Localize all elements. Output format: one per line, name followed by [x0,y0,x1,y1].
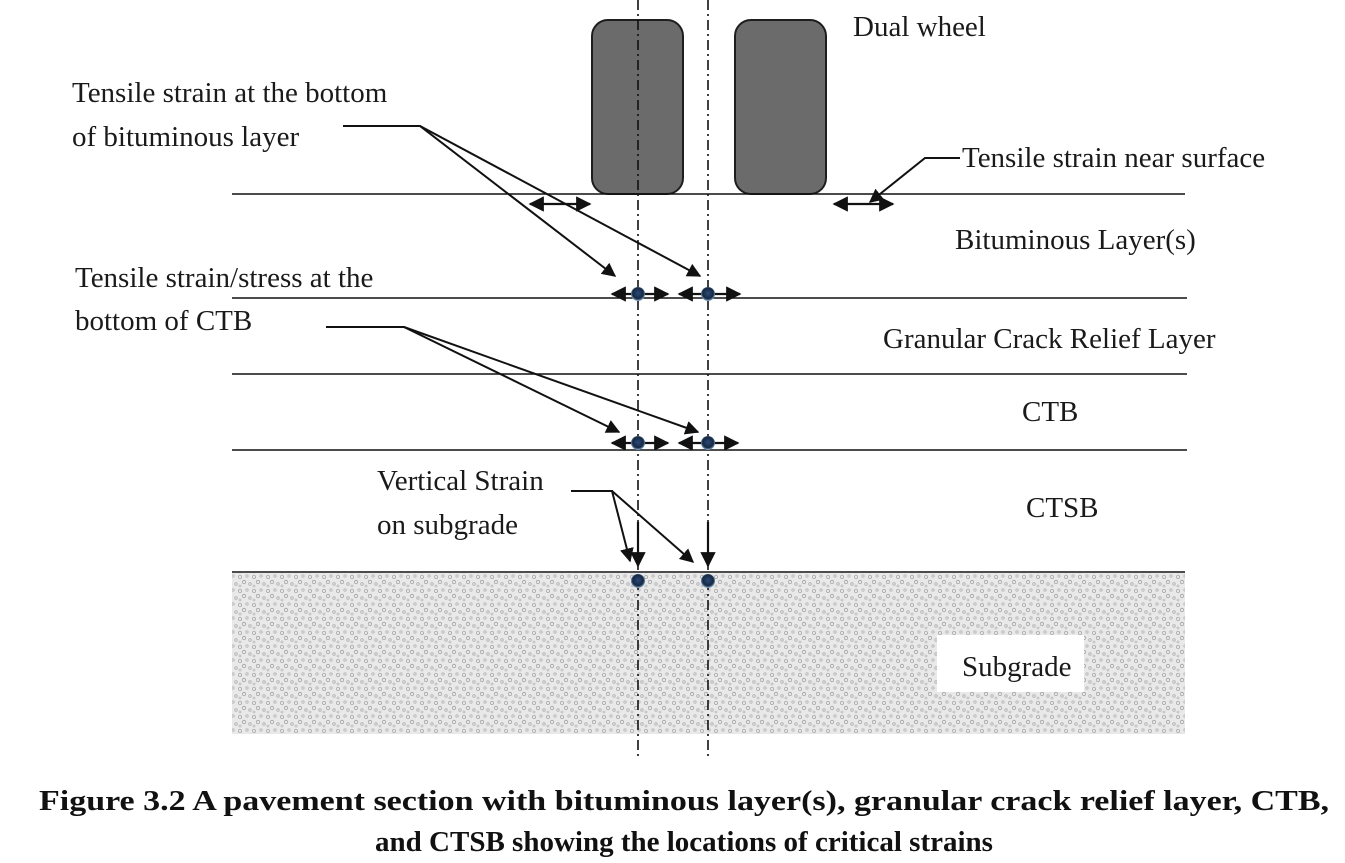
label-dual-wheel: Dual wheel [853,11,986,43]
critical-point-ctb-right [701,436,715,450]
critical-point-bit-left [631,287,645,301]
label-tensile-bottom-bit-2: of bituminous layer [72,121,299,153]
right-wheel [734,19,827,195]
label-ctsb: CTSB [1026,492,1099,524]
leader-tensile-bottom-bit-1 [343,125,617,277]
label-bituminous-layers: Bituminous Layer(s) [955,224,1196,256]
label-tensile-ctb-2: bottom of CTB [75,305,252,337]
label-vertical-2: on subgrade [377,509,518,541]
label-ctb: CTB [1022,396,1078,428]
label-tensile-ctb-1: Tensile strain/stress at the [75,262,373,294]
label-tensile-bottom-bit-1: Tensile strain at the bottom [72,77,388,109]
label-tensile-surface: Tensile strain near surface [962,142,1265,174]
subgrade-label-box [937,635,1084,692]
critical-point-ctb-left [631,436,645,450]
leader-vertical-1 [571,490,634,563]
critical-point-subgrade-left [631,574,645,588]
leader-tensile-ctb-1 [326,326,621,433]
critical-point-bit-right [701,287,715,301]
leader-tensile-surface [868,157,960,203]
figure-caption-line2: and CTSB showing the locations of critic… [375,826,993,858]
leader-tensile-ctb-2 [403,326,700,435]
label-vertical-1: Vertical Strain [377,465,544,497]
label-granular-layer: Granular Crack Relief Layer [883,323,1216,355]
critical-point-subgrade-right [701,574,715,588]
leader-vertical-2 [611,490,695,563]
figure-caption-line1: Figure 3.2 A pavement section with bitum… [39,785,1329,817]
label-subgrade: Subgrade [962,651,1072,683]
